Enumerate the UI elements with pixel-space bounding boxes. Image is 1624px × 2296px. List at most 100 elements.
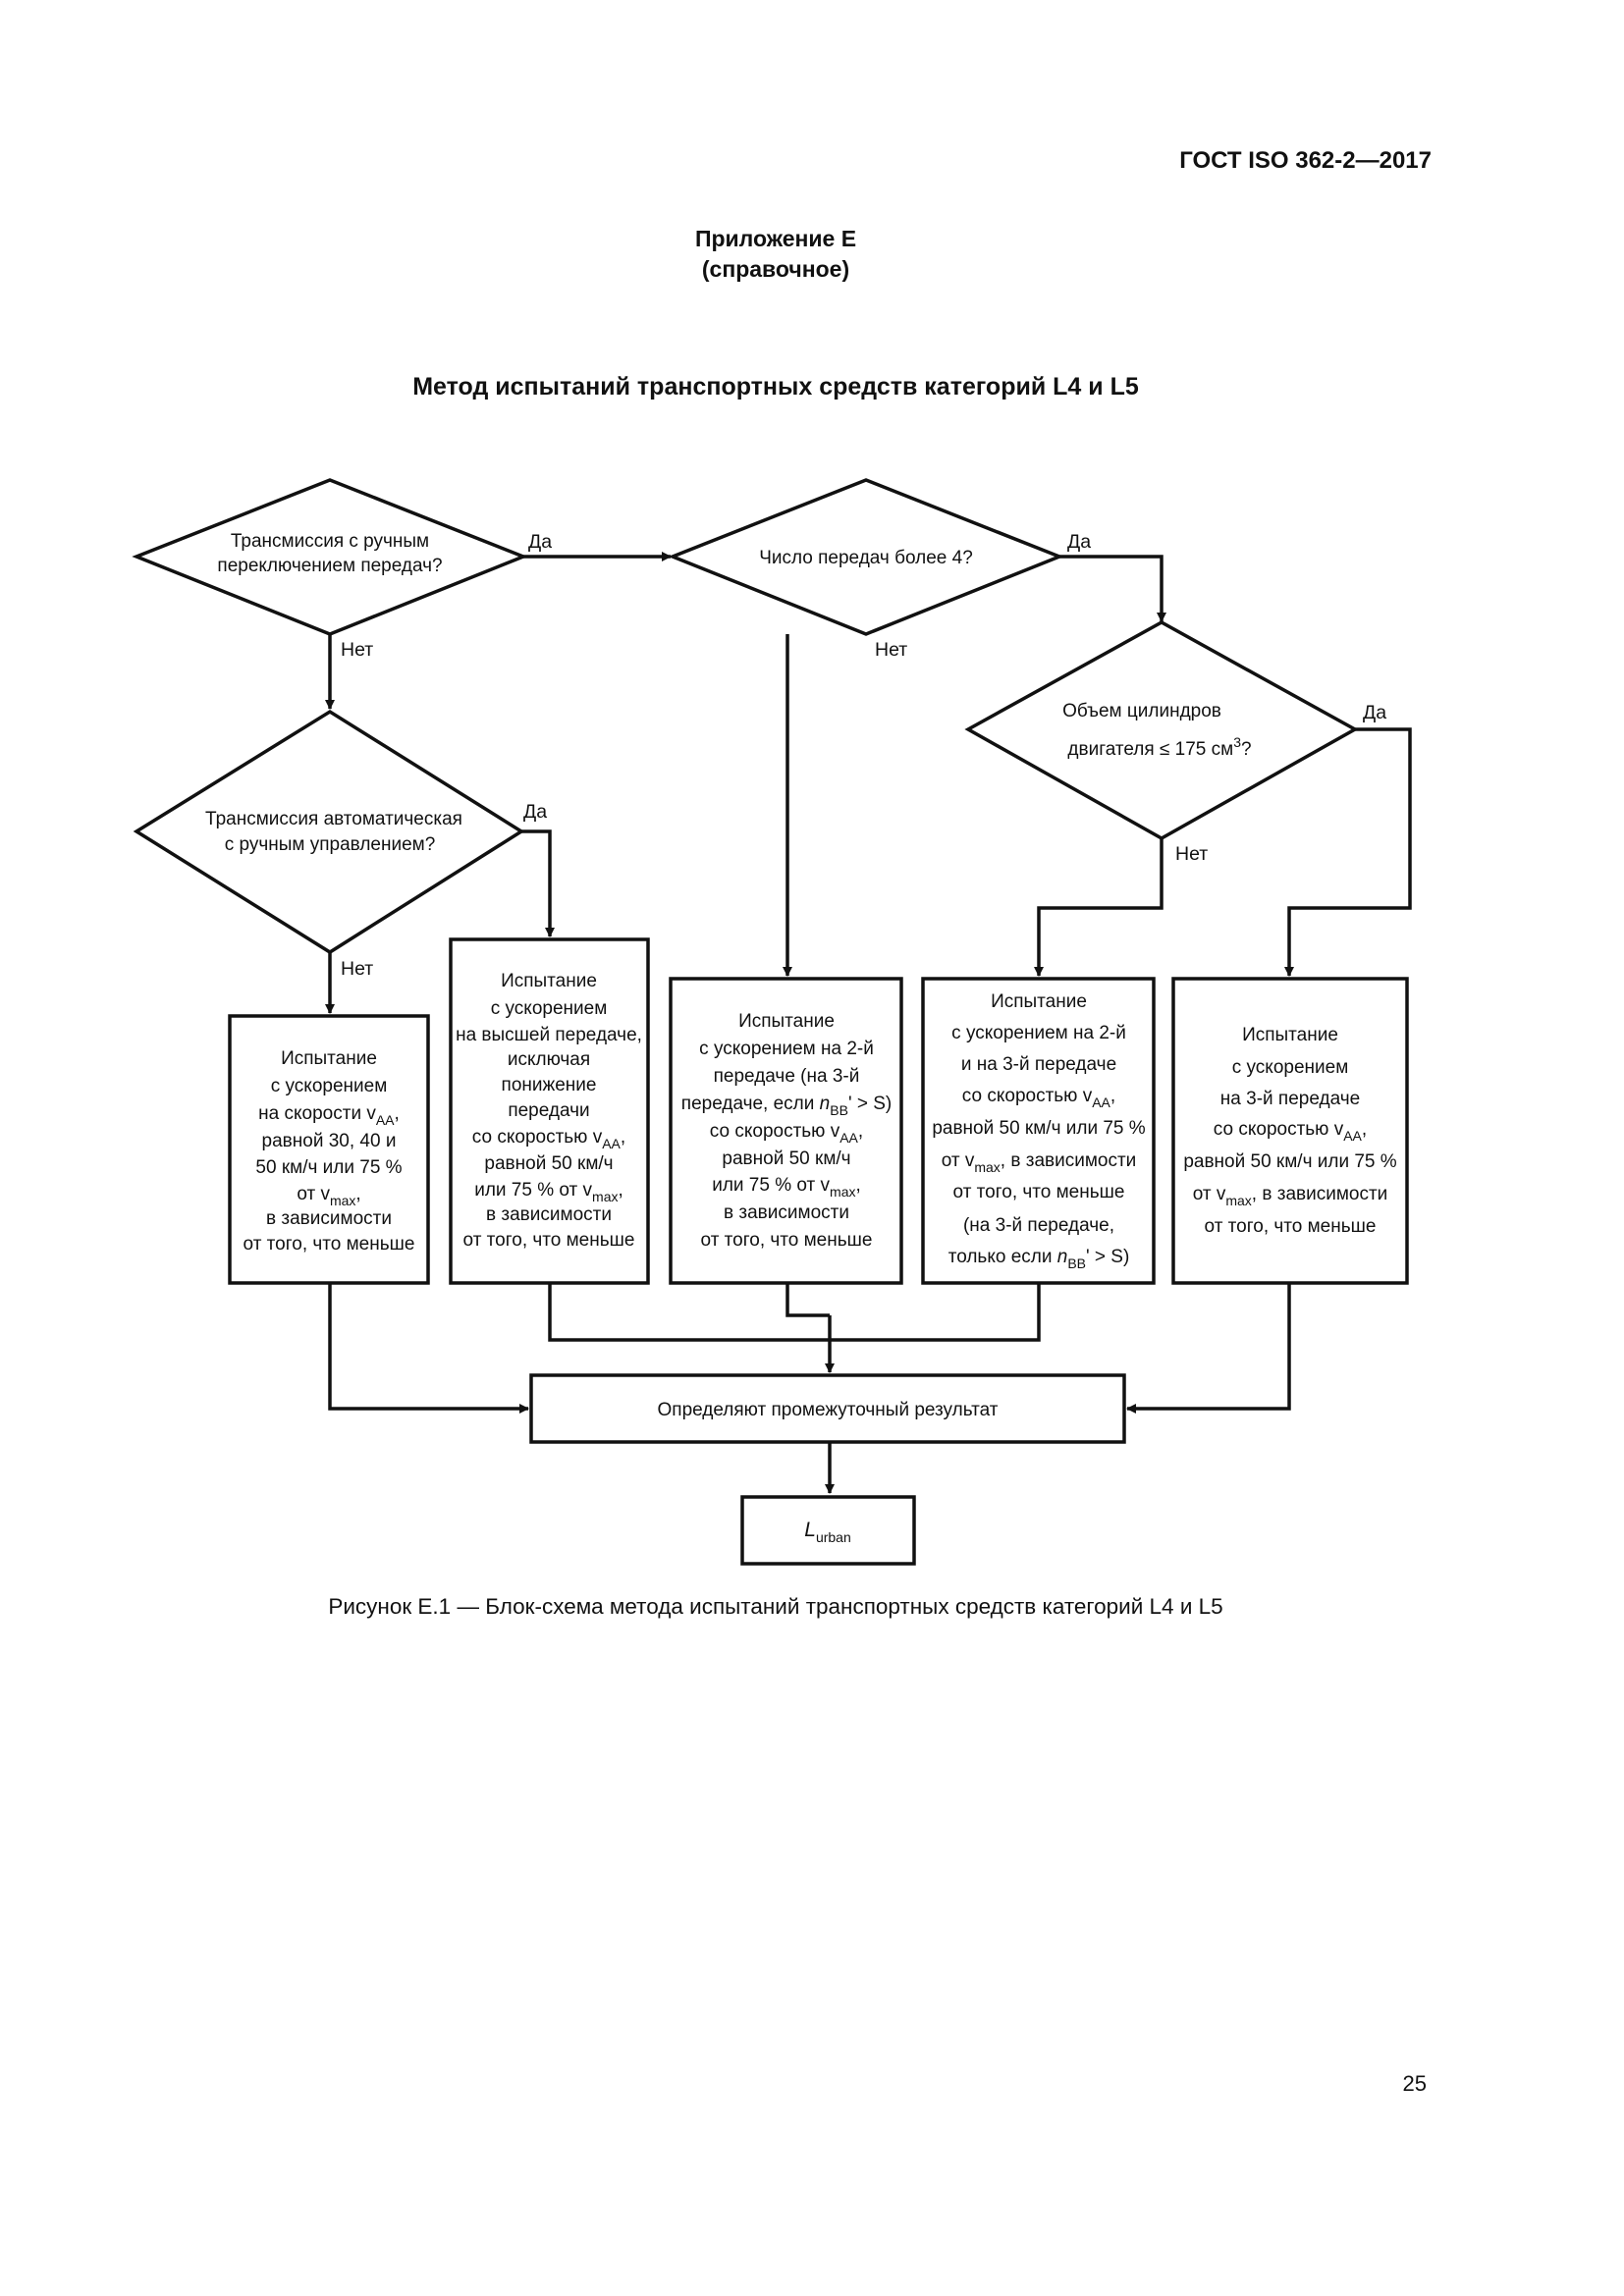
decision-text-line1: Число передач более 4? [759,548,973,568]
box-text-line: от того, что меньше [463,1230,635,1251]
box-text-line: понижение [502,1075,597,1095]
box-shape [921,977,1156,1285]
annex-heading: Приложение Е (справочное) [0,224,1551,285]
label-no: Нет [341,958,373,980]
box-shape [740,1495,916,1566]
box-text-line: на 3-й передаче [1220,1089,1360,1109]
box-text-line: в зависимости [486,1204,612,1225]
page-title: Метод испытаний транспортных средств кат… [412,373,1139,400]
diamond-shape [133,709,525,955]
decision-text-line1: Объем цилиндров [1062,701,1221,721]
result-box: Определяют промежуточный результат [529,1373,1126,1444]
decision-automatic-transmission: Трансмиссия автоматическая с ручным упра… [133,709,525,955]
connector-volume-yes [1284,727,1412,977]
box-text-line: или 75 % от vmax, [712,1175,861,1200]
box-text-line: от vmax, в зависимости [942,1150,1137,1175]
decision-engine-volume: Объем цилиндров двигателя ≤ 175 см3? [964,619,1359,841]
box-text-line: равной 50 км/ч [484,1153,613,1174]
label-no: Нет [341,639,373,661]
box-text-line: только если nBB' > S) [948,1247,1130,1271]
box-text-line: (на 3-й передаче, [963,1215,1114,1236]
process-box-second-third-gear-test: Испытание с ускорением на 2-й и на 3-й п… [921,977,1156,1285]
document-code: ГОСТ ISO 362-2—2017 [1179,147,1432,174]
process-box-second-gear-test: Испытание с ускорением на 2-й передаче (… [669,977,903,1285]
box-text-line: со скоростью vAA, [962,1086,1115,1110]
box-text-line: в зависимости [724,1202,849,1223]
box-text-line: от vmax, [297,1184,360,1208]
decision-text-line2: с ручным управлением? [225,834,436,855]
box-shape [228,1014,430,1285]
box-text-line: на высшей передаче, [456,1025,642,1045]
box-text-line: с ускорением [271,1076,388,1096]
box-text-line: передаче (на 3-й [714,1066,860,1087]
box-text-line: исключая [508,1049,590,1070]
box-text-line: со скоростью vAA, [710,1121,863,1146]
box-text-line: с ускорением на 2-й [951,1023,1126,1043]
box-text-line: на скорости vAA, [258,1103,400,1128]
box-shape [449,937,650,1285]
box-shape [1171,977,1409,1285]
box-text-line: от того, что меньше [701,1230,873,1251]
box-text-line: в зависимости [266,1208,392,1229]
decision-text-line2: переключением передач? [217,556,442,576]
box-text-line: Испытание [991,991,1087,1012]
connector-box2-box4 [548,1283,1041,1342]
label-no: Нет [1175,843,1208,865]
connector-box1-result [328,1283,529,1414]
final-box: Lurban [740,1495,916,1566]
decision-text-line1: Трансмиссия автоматическая [205,809,462,829]
decision-text-line1: Трансмиссия с ручным [231,531,429,552]
box-text-line: от того, что меньше [1205,1216,1377,1237]
box-text-line: Испытание [501,971,597,991]
box-text-line: равной 50 км/ч [722,1148,850,1169]
box-text-line: со скоростью vAA, [472,1127,625,1151]
process-box-highest-gear-test: Испытание с ускорением на высшей передач… [449,937,650,1285]
box-shape [529,1373,1126,1444]
box-text-line: передачи [508,1100,589,1121]
box-text-line: Испытание [738,1011,835,1032]
box-text-line: равной 50 км/ч или 75 % [932,1118,1145,1139]
decision-text-line2: двигателя ≤ 175 см3? [1067,734,1251,760]
process-box-third-gear-test: Испытание с ускорением на 3-й передаче с… [1171,977,1409,1285]
annex-type: (справочное) [701,256,850,282]
connector-box5-result [1126,1283,1291,1414]
connectors [325,552,1412,1494]
label-yes: Да [523,801,547,823]
box-text-line: передаче, если nBB' > S) [681,1094,892,1118]
label-yes: Да [1363,702,1386,723]
final-text: Lurban [804,1519,851,1545]
connector-automatic-yes [521,829,555,937]
diamond-shape [132,478,528,636]
label-yes: Да [1067,531,1091,553]
box-text-line: равной 30, 40 и [262,1131,397,1151]
connector-gears-yes [1059,555,1166,622]
box-text-line: с ускорением на 2-й [699,1039,874,1059]
diamond-shape [668,478,1064,636]
result-text: Определяют промежуточный результат [658,1400,999,1420]
box-text-line: с ускорением [491,998,608,1019]
box-shape [669,977,903,1285]
box-text-line: от того, что меньше [953,1182,1125,1202]
connector-volume-no [1034,838,1164,977]
figure-caption: Рисунок Е.1 — Блок-схема метода испытани… [328,1594,1223,1619]
box-text-line: Испытание [281,1048,377,1069]
page-number: 25 [1402,2071,1427,2096]
process-box-speed-test: Испытание с ускорением на скорости vAA, … [228,1014,430,1285]
decision-gear-count: Число передач более 4? [668,478,1064,636]
box-text-line: от vmax, в зависимости [1193,1184,1388,1208]
label-no: Нет [875,639,907,661]
box-text-line: с ускорением [1232,1057,1349,1078]
annex-title: Приложение Е [694,226,857,251]
box-text-line: со скоростью vAA, [1214,1119,1367,1144]
box-text-line: и на 3-й передаче [961,1054,1116,1075]
box-text-line: Испытание [1242,1025,1338,1045]
box-text-line: равной 50 км/ч или 75 % [1183,1151,1396,1172]
box-text-line: 50 км/ч или 75 % [255,1157,402,1178]
label-yes: Да [528,531,552,553]
connector-box3 [785,1283,830,1317]
branch-labels: Да Нет Да Нет Да Нет Да Нет [341,531,1386,980]
decision-manual-transmission: Трансмиссия с ручным переключением перед… [132,478,528,636]
box-text-line: или 75 % от vmax, [474,1180,623,1204]
box-text-line: от того, что меньше [244,1234,415,1255]
